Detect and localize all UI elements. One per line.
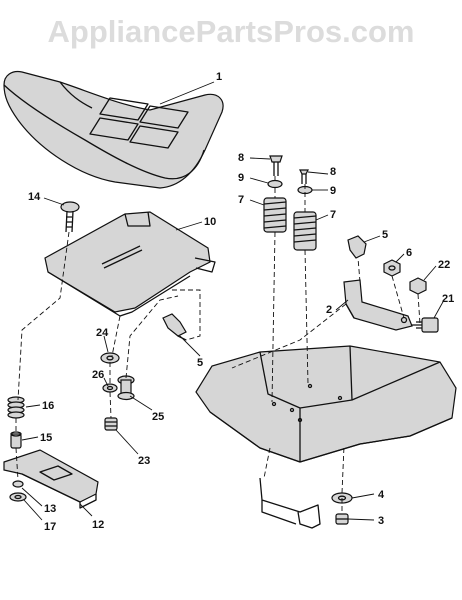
bolt-part-21[interactable]	[412, 317, 439, 333]
washer-part-9-left[interactable]	[267, 179, 283, 189]
callout-23: 23	[138, 455, 150, 467]
washer-part-17[interactable]	[9, 492, 27, 502]
callout-17: 17	[44, 521, 56, 533]
spring-part-7-right[interactable]	[293, 211, 317, 251]
callout-5-left: 5	[197, 357, 203, 369]
callout-22: 22	[438, 259, 450, 271]
callout-9-right: 9	[330, 185, 336, 197]
watermark-text: AppliancePartsPros.com	[47, 14, 415, 49]
washer-part-26[interactable]	[102, 383, 118, 393]
assembly-lines	[15, 176, 421, 514]
callout-5-right: 5	[382, 229, 388, 241]
callout-9-left: 9	[238, 172, 244, 184]
callout-4: 4	[378, 489, 385, 501]
callout-15: 15	[40, 432, 52, 444]
bolt-part-3[interactable]	[335, 513, 349, 525]
callout-8-right: 8	[330, 166, 336, 178]
callout-7-right: 7	[330, 209, 336, 221]
leader-lines	[21, 81, 445, 521]
pivot-bolt-part-14[interactable]	[60, 201, 80, 233]
callout-25: 25	[152, 411, 164, 423]
nut-part-22[interactable]	[409, 277, 427, 295]
callout-16: 16	[42, 400, 54, 412]
nut-part-23[interactable]	[104, 417, 118, 431]
callout-24: 24	[96, 327, 109, 339]
shoulder-bolt-part-25[interactable]	[117, 375, 135, 401]
callout-21: 21	[442, 293, 454, 305]
bolt-part-5-left[interactable]	[162, 313, 187, 341]
hinge-plate-part-12[interactable]	[3, 449, 99, 509]
callout-14: 14	[28, 191, 41, 203]
callout-1: 1	[216, 71, 222, 83]
seat-pan-part-10[interactable]	[44, 211, 216, 317]
nut-part-6[interactable]	[383, 259, 401, 277]
spring-part-16[interactable]	[7, 396, 25, 419]
spacer-part-15[interactable]	[10, 431, 22, 449]
washer-part-24[interactable]	[100, 352, 120, 364]
callout-2: 2	[326, 304, 332, 316]
callout-3: 3	[378, 515, 384, 527]
callout-7-left: 7	[238, 194, 244, 206]
callout-10: 10	[204, 216, 216, 228]
bolt-part-5-right[interactable]	[347, 235, 367, 259]
washer-part-13[interactable]	[12, 480, 24, 488]
seat-part-1[interactable]	[3, 70, 224, 189]
tractor-frame	[195, 345, 457, 529]
callout-12: 12	[92, 519, 104, 531]
callout-13: 13	[44, 503, 56, 515]
bolt-part-8-right[interactable]	[299, 169, 309, 184]
callout-8-left: 8	[238, 152, 244, 164]
spring-part-7-left[interactable]	[263, 197, 287, 233]
bolt-part-8-left[interactable]	[269, 155, 283, 176]
callout-26: 26	[92, 369, 104, 381]
bracket-part-2[interactable]	[343, 279, 413, 331]
callout-6: 6	[406, 247, 412, 259]
